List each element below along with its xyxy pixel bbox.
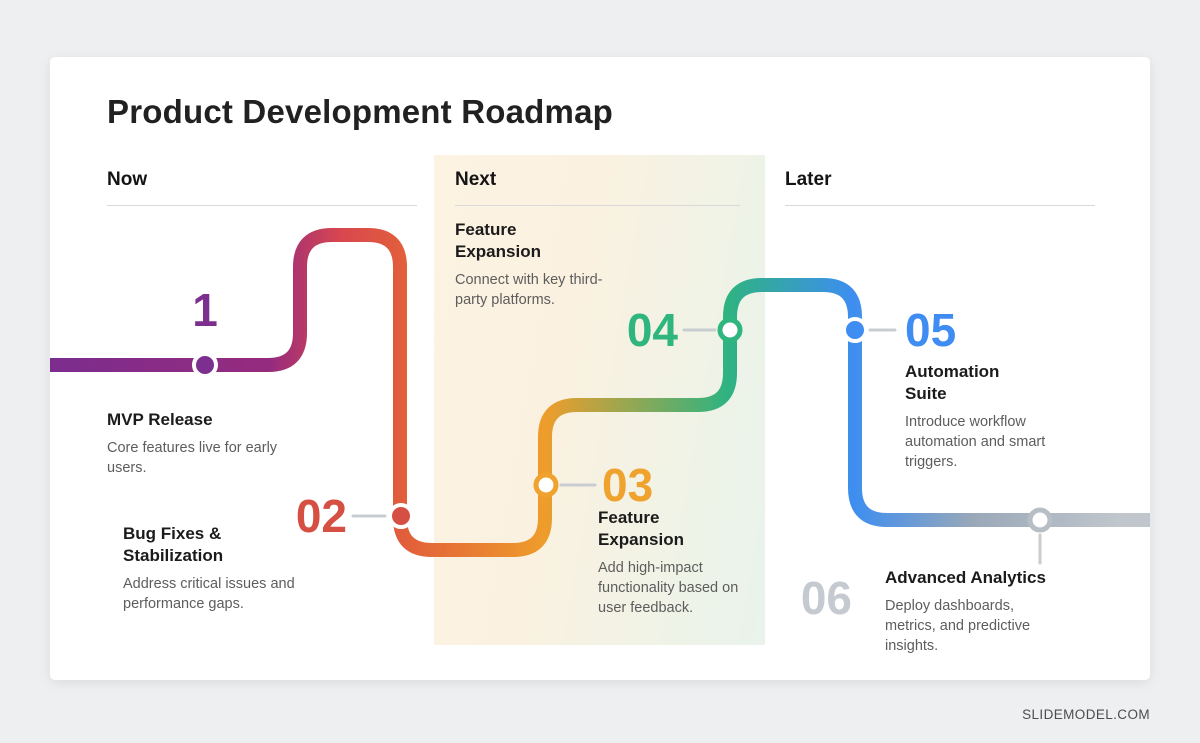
milestone-03-label: Feature Expansion Add high-impact functi…: [598, 507, 743, 618]
milestone-03-node: [533, 472, 559, 498]
milestone-03-number: 03: [602, 459, 654, 511]
milestone-1-title: MVP Release: [107, 410, 213, 429]
page-title: Product Development Roadmap: [107, 93, 613, 130]
milestone-05-node: [842, 317, 868, 343]
milestone-05-label: Automation Suite Introduce workflow auto…: [905, 361, 1070, 472]
milestone-05-title: Automation Suite: [905, 362, 1000, 403]
milestone-1-node: [192, 352, 218, 378]
milestone-02-title: Bug Fixes & Stabilization: [123, 524, 224, 565]
milestone-04-node: [717, 317, 743, 343]
milestone-06-number: 06: [800, 572, 852, 624]
milestone-03-description: Add high-impact functionality based on u…: [598, 559, 739, 616]
milestone-03-title: Feature Expansion: [598, 508, 684, 549]
milestone-06-description: Deploy dashboards, metrics, and predicti…: [885, 597, 1031, 654]
milestone-04-number: 04: [626, 304, 678, 356]
column-header-later: Later: [785, 169, 1095, 206]
milestone-02-number: 02: [295, 490, 347, 542]
roadmap-track: [50, 228, 1150, 565]
milestone-06-title: Advanced Analytics: [885, 568, 1046, 587]
column-header-now: Now: [107, 169, 417, 206]
milestone-05-description: Introduce workflow automation and smart …: [905, 413, 1046, 470]
milestone-04-description: Connect with key third-party platforms.: [455, 271, 603, 308]
milestone-1-description: Core features live for early users.: [107, 439, 278, 476]
milestone-05-number: 05: [905, 304, 957, 356]
slide-card: Product Development Roadmap Now Next Lat…: [50, 57, 1150, 680]
brand-watermark: SLIDEMODEL.COM: [1022, 707, 1150, 722]
milestone-06-node: [1027, 507, 1053, 533]
milestone-06-label: Advanced Analytics Deploy dashboards, me…: [885, 567, 1055, 656]
milestone-1-label: MVP Release Core features live for early…: [107, 409, 295, 478]
milestone-04-title: Feature Expansion: [455, 220, 541, 261]
milestone-02-node: [388, 503, 414, 529]
milestone-1-number: 1: [192, 284, 218, 336]
milestone-04-label: Feature Expansion Connect with key third…: [455, 219, 610, 310]
column-header-next: Next: [455, 169, 740, 206]
milestone-02-description: Address critical issues and performance …: [123, 575, 295, 612]
milestone-02-label: Bug Fixes & Stabilization Address critic…: [123, 523, 323, 614]
